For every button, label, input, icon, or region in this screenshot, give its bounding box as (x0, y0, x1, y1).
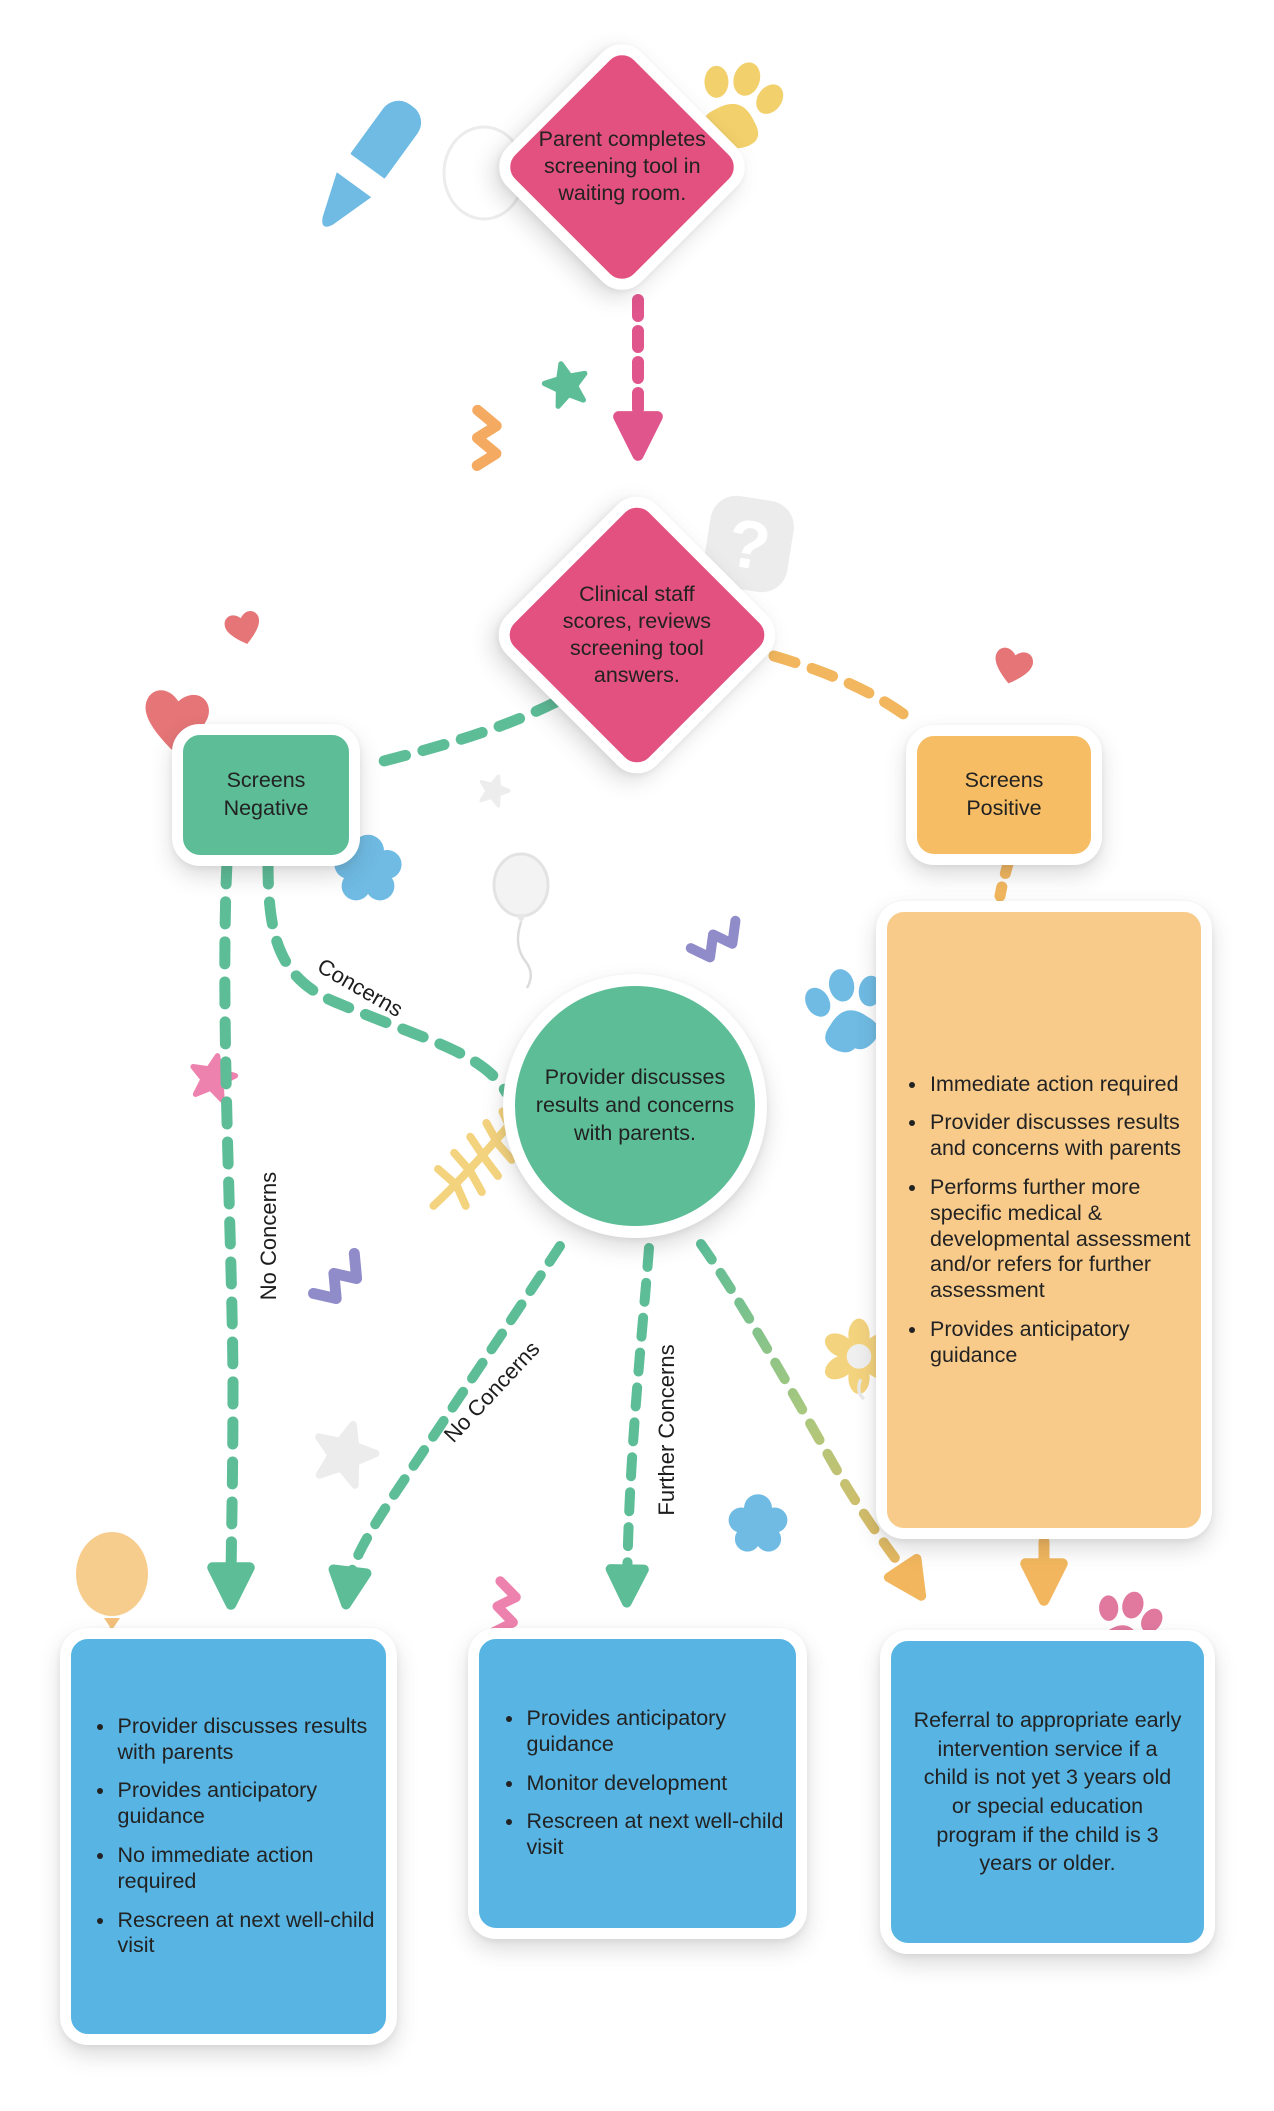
pencil-icon (318, 97, 425, 231)
zigzag-icon-purple (675, 907, 755, 978)
balloon-icon-gray (492, 852, 550, 989)
cloud-flower-icon-blue-2 (723, 1490, 793, 1560)
star-icon-pink (181, 1045, 245, 1109)
node-referral-outcome: Referral to appropriate early interventi… (880, 1630, 1215, 1954)
bullet-item: Provider discusses results and concerns … (928, 1110, 1196, 1162)
parent-screening-text: Parent completes screening tool in waiti… (538, 127, 706, 206)
zigzag-icon-purple-2 (294, 1240, 383, 1324)
node-no-concerns-outcome: Provider discusses results with parents … (60, 1628, 397, 2045)
positive-actions-list: Immediate action required Provider discu… (892, 1059, 1196, 1382)
zigzag-icon-orange (454, 402, 517, 480)
star-icon-gray-small (471, 767, 516, 812)
bullet-item: Monitor development (525, 1771, 787, 1797)
bullet-item: Provider discusses results with parents (116, 1714, 378, 1766)
bullet-item: Rescreen at next well-child visit (116, 1908, 378, 1960)
screens-positive-label: Screens Positive (964, 768, 1044, 820)
bullet-item: Provides anticipatory guidance (116, 1778, 378, 1830)
node-screens-negative: Screens Negative (172, 724, 360, 866)
node-provider-discussion-circle: Provider discusses results and concerns … (503, 974, 767, 1238)
star-icon-gray (299, 1407, 391, 1499)
bullet-item: Rescreen at next well-child visit (525, 1809, 787, 1861)
bullet-item: Provides anticipatory guidance (928, 1317, 1196, 1369)
referral-outcome-text: Referral to appropriate early interventi… (913, 1708, 1182, 1876)
screens-negative-label: Screens Negative (223, 768, 309, 820)
star-icon-green (534, 352, 597, 415)
bullet-item: Performs further more specific medical &… (928, 1175, 1196, 1304)
node-positive-actions: Immediate action required Provider discu… (876, 901, 1212, 1539)
no-concerns-outcome-list: Provider discusses results with parents … (80, 1701, 378, 1972)
provider-discussion-text: Provider discusses results and concerns … (535, 1065, 735, 1145)
bullet-item: No immediate action required (116, 1843, 378, 1895)
bullet-item: Immediate action required (928, 1072, 1196, 1098)
monitor-outcome-list: Provides anticipatory guidance Monitor d… (489, 1693, 787, 1874)
heart-icon-small (215, 599, 271, 655)
node-screens-positive: Screens Positive (906, 725, 1102, 865)
node-monitor-outcome: Provides anticipatory guidance Monitor d… (468, 1628, 807, 1939)
clinical-review-text: Clinical staff scores, reviews screening… (562, 581, 712, 688)
svg-text:?: ? (722, 504, 775, 586)
heart-icon-right (983, 635, 1044, 696)
bullet-item: Provides anticipatory guidance (525, 1706, 787, 1758)
